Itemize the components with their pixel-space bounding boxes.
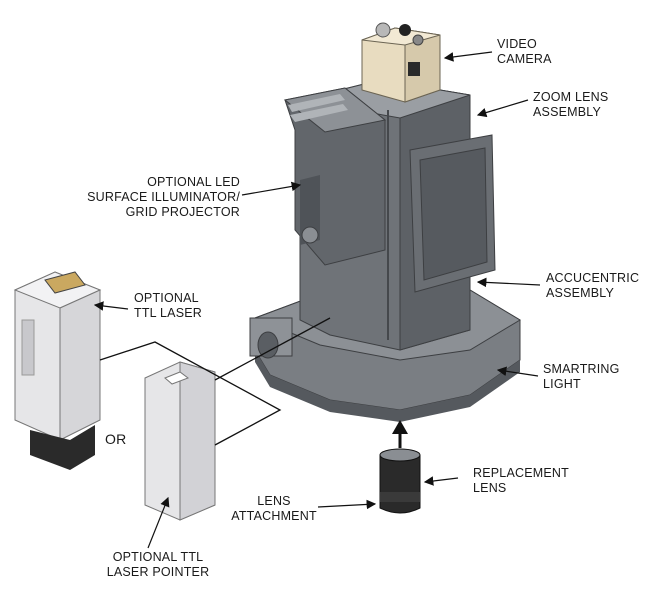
or-label: OR xyxy=(105,431,127,447)
laser-connector-lines xyxy=(99,317,331,446)
lens-up-arrow xyxy=(392,420,408,448)
ttl-laser-pointer xyxy=(144,361,216,521)
replacement-lens xyxy=(379,448,421,514)
accucentric-plate xyxy=(409,134,496,293)
video-camera xyxy=(361,22,441,103)
leader-arrows xyxy=(93,51,541,549)
led-illuminator xyxy=(283,87,387,266)
ttl-laser xyxy=(13,271,102,470)
